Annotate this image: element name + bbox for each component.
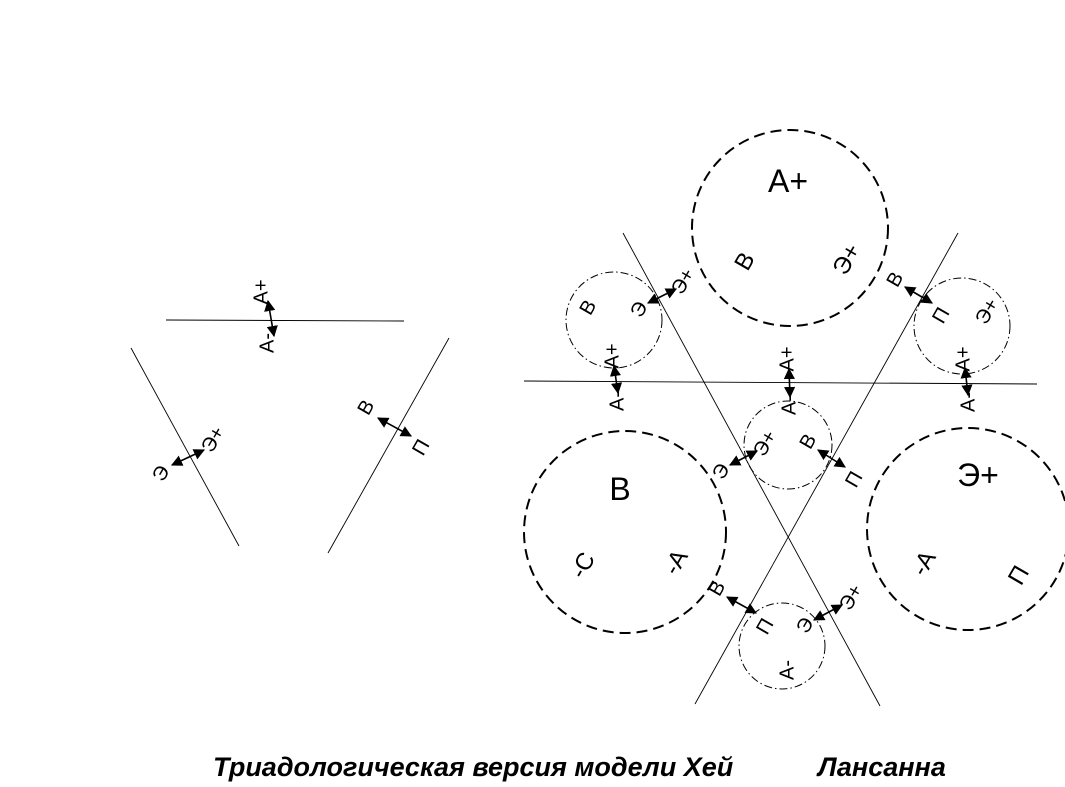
label-c-minus: -С bbox=[565, 548, 601, 583]
label-p-bottom: П bbox=[752, 615, 778, 638]
left-horizontal-line bbox=[165, 319, 405, 322]
arrow-e-e bbox=[170, 449, 206, 466]
arrow-v-p-center bbox=[817, 449, 846, 468]
right-horizontal-line bbox=[523, 380, 1038, 385]
label-e-plus-right: Э+ bbox=[957, 457, 999, 493]
label-a-minus: А- bbox=[256, 333, 278, 353]
arrow-a-a bbox=[264, 299, 278, 338]
arrow-a-a-ur bbox=[960, 366, 973, 397]
label-a-minus-center: А- bbox=[778, 395, 800, 415]
arrow-e-e-center bbox=[729, 450, 758, 466]
label-e-plus-top: Э+ bbox=[827, 239, 866, 280]
label-v: В bbox=[354, 396, 380, 419]
arrow-v-p-ur bbox=[904, 286, 933, 304]
arrow-e-e-bottom bbox=[813, 604, 843, 621]
label-e-plus-bottom: Э+ bbox=[835, 581, 867, 615]
label-p-right: П bbox=[1003, 561, 1035, 589]
arrow-v-p-bottom bbox=[726, 596, 757, 614]
arrow-e-e-ul bbox=[646, 288, 678, 304]
label-a-plus-big: А+ bbox=[768, 163, 808, 199]
label-e-plus-center: Э+ bbox=[749, 427, 781, 461]
label-v-ur: В bbox=[883, 268, 909, 291]
label-v-ul: В bbox=[576, 296, 602, 319]
label-a-minus-ul: А- bbox=[606, 391, 628, 411]
label-a-plus-ul: А+ bbox=[601, 343, 623, 368]
label-a-minus-right: -А bbox=[906, 546, 941, 580]
label-e-plus-ur: Э+ bbox=[971, 295, 1003, 329]
right-triad: А+ В Э+ В -С -А Э+ -А П В Э Э+ А+ А- В П… bbox=[523, 129, 1065, 707]
label-v-left: В bbox=[609, 471, 630, 507]
label-a-plus-ur: А+ bbox=[952, 346, 974, 371]
circle-small-upper-left bbox=[565, 271, 663, 369]
right-diagonal-line bbox=[694, 232, 959, 705]
left-diagonal-line bbox=[327, 337, 450, 554]
label-a-minus-ur: А- bbox=[957, 392, 979, 412]
label-e-ul: Э bbox=[626, 298, 652, 321]
label-p-center: П bbox=[841, 468, 867, 491]
label-v-top: В bbox=[729, 248, 760, 275]
circle-top-a bbox=[691, 129, 889, 327]
label-a-plus: А+ bbox=[250, 279, 272, 304]
circle-small-center bbox=[743, 400, 833, 490]
caption-overlap: Лансанна bbox=[818, 752, 946, 782]
label-v-bottom: В bbox=[705, 577, 731, 600]
label-a-minus-bottom: А- bbox=[776, 660, 798, 680]
circle-small-bottom bbox=[738, 602, 826, 690]
label-p-ur: П bbox=[928, 304, 954, 327]
arrow-v-p bbox=[377, 417, 412, 437]
label-a-plus-center: А+ bbox=[776, 346, 798, 371]
circle-small-upper-right bbox=[913, 277, 1011, 375]
left-diagonal-line bbox=[130, 347, 240, 547]
arrow-a-a-center bbox=[783, 367, 796, 399]
label-e-plus-ul: Э+ bbox=[667, 265, 699, 299]
label-a-minus-left: -А bbox=[658, 545, 693, 579]
arrow-a-a-ul bbox=[609, 364, 623, 395]
circle-left-v bbox=[523, 430, 727, 634]
left-triad: А+ А- В П Э Э+ bbox=[130, 279, 450, 554]
label-v-center: В bbox=[796, 430, 822, 453]
label-e: Э bbox=[148, 462, 174, 485]
circle-right-e bbox=[866, 427, 1065, 631]
caption-main: Триадологическая версия модели Хей bbox=[213, 752, 734, 782]
label-p: П bbox=[408, 436, 434, 459]
